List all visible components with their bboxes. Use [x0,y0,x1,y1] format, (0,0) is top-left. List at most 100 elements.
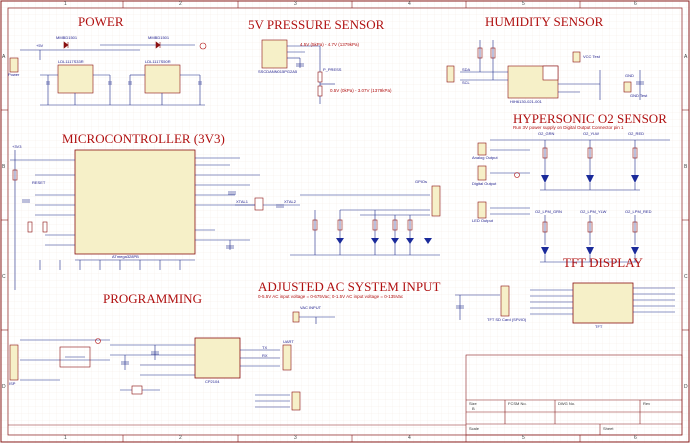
humidity-title: HUMIDITY SENSOR [485,14,604,29]
ruler-row-b: B [2,164,6,170]
ruler-col-4-bottom: 4 [408,435,411,441]
tb-fcsm-label: FCSM No. [508,401,527,406]
humidity-part-label: HIH6130-021-001 [510,99,542,104]
analog-output-connector [477,142,487,156]
mcu-section [10,149,300,290]
led-o2-ylw-icon [586,175,594,183]
power-title: POWER [78,14,124,29]
ac-input-title: ADJUSTED AC SYSTEM INPUT [258,279,441,294]
net-rx: RX [262,353,268,358]
led-icon [336,238,344,244]
pressure-section [261,39,335,104]
tft-sd-connector [500,285,510,317]
led-lpm-grn-icon [541,247,549,255]
vcc-test-label: VCC Test [583,54,600,59]
gpio-connector [431,185,441,217]
net-lpm-red: O2_LPM_RED [625,209,652,214]
press-sensor-label: SSCDANN015PG2A5 [258,69,298,74]
tb-sheet-label: Sheet [603,426,614,431]
led-lpm-ylw-icon [586,247,594,255]
ac-note: 0-5.5V AC input voltage = 0-675Vac; 0-1.… [258,294,404,299]
hypersonic-title: HYPERSONIC O2 SENSOR [513,111,667,126]
ruler-row-a: A [2,54,6,60]
diode-d1-icon [63,41,69,49]
power-connector [9,57,19,73]
ruler-col-1: 1 [64,1,67,7]
tb-dwg-label: DWG No. [558,401,576,406]
ruler-col-5-bottom: 5 [522,435,525,441]
net-lpm-grn: O2_LPM_GRN [535,209,562,214]
microcontroller-title: MICROCONTROLLER (3V3) [62,131,225,146]
net-sda: SDA [462,67,471,72]
u1-label: LDL1117S33R [58,59,84,64]
led-icon [406,238,414,244]
hypersonic-section [490,139,670,263]
net-tx: TX [262,345,268,350]
net-o2-grn: O2_GRN [538,131,555,136]
programming-title: PROGRAMMING [103,291,202,306]
ruler-row-c-right: C [684,274,688,280]
tft-section [455,282,675,324]
ruler-col-3-bottom: 3 [294,435,297,441]
gpio-network [290,194,440,256]
isp-connector [9,344,19,381]
tb-scale-label: Scale [469,426,480,431]
mcu-part-label: ATmega328PB [112,254,139,259]
title-block [465,354,683,436]
ruler-col-4: 4 [408,1,411,7]
humidity-section [460,40,644,100]
vac-connector [292,311,300,323]
humidity-i2c-connector [446,65,455,83]
d1-label: MMBD1501 [56,35,78,40]
net-lpm-ylw: O2_LPM_YLW [580,209,607,214]
tb-size-value: B [472,406,475,411]
net-vac-input: VAC INPUT [300,305,322,310]
net-o2-ylw: O2_YLW [583,131,599,136]
led-icon [371,238,379,244]
ruler-col-6: 6 [634,1,637,7]
digital-output-label: Digital Output [472,181,497,186]
net-xtal1: XTAL1 [236,199,248,204]
ruler-col-2-bottom: 2 [179,435,182,441]
ruler-col-6-bottom: 6 [634,435,637,441]
tft-sd-label: TFT SD Card (SPI/IO) [487,317,527,322]
net-scl: SCL [462,80,470,85]
ruler-row-c: C [2,274,6,280]
prog-part-label: CP2104 [205,379,220,384]
led-o2-red-icon [631,175,639,183]
pressure-note-hi: 4.5V (5kPa) - 4.7V (1379kPa) [300,42,360,47]
ruler-col-1-bottom: 1 [64,435,67,441]
u2-label: LDL1117S50R [145,59,171,64]
uart-label: UART [283,339,294,344]
led-lpm-red-icon [631,247,639,255]
prog-testpoint-icon [95,338,101,344]
net-3v3: +3V3 [12,144,22,149]
led-output-label: LED Output [472,218,493,223]
power-conn-label: Power [8,72,20,77]
tft-part-label: TFT [595,324,603,329]
d2-label: MMBD1501 [148,35,170,40]
vcc-test-connector [572,51,581,63]
led-icon [424,238,432,244]
tft-title: TFT DISPLAY [563,255,643,270]
power-section [20,44,205,106]
diode-d2-icon [155,41,161,49]
digital-output-connector [477,165,487,181]
net-5v: +5V [36,43,44,48]
ruler-row-b-right: B [684,164,688,170]
tb-size-label: Size [469,401,477,406]
led-output-connector [477,201,487,219]
uart-connector [282,344,292,371]
gnd-test-label: GND Test [630,93,648,98]
net-reset: RESET [32,180,46,185]
net-gnd: GND [625,73,634,78]
isp-label: ISP [9,381,16,386]
net-gpio: GPIOs [415,179,428,184]
pressure-note-lo: 0.5V (0kPa) - 3.07V (1379kPa) [330,88,392,93]
vac-input [298,316,335,324]
ruler-col-2: 2 [179,1,182,7]
pressure-title: 5V PRESSURE SENSOR [248,17,385,32]
net-o2-red: O2_RED [628,131,645,136]
